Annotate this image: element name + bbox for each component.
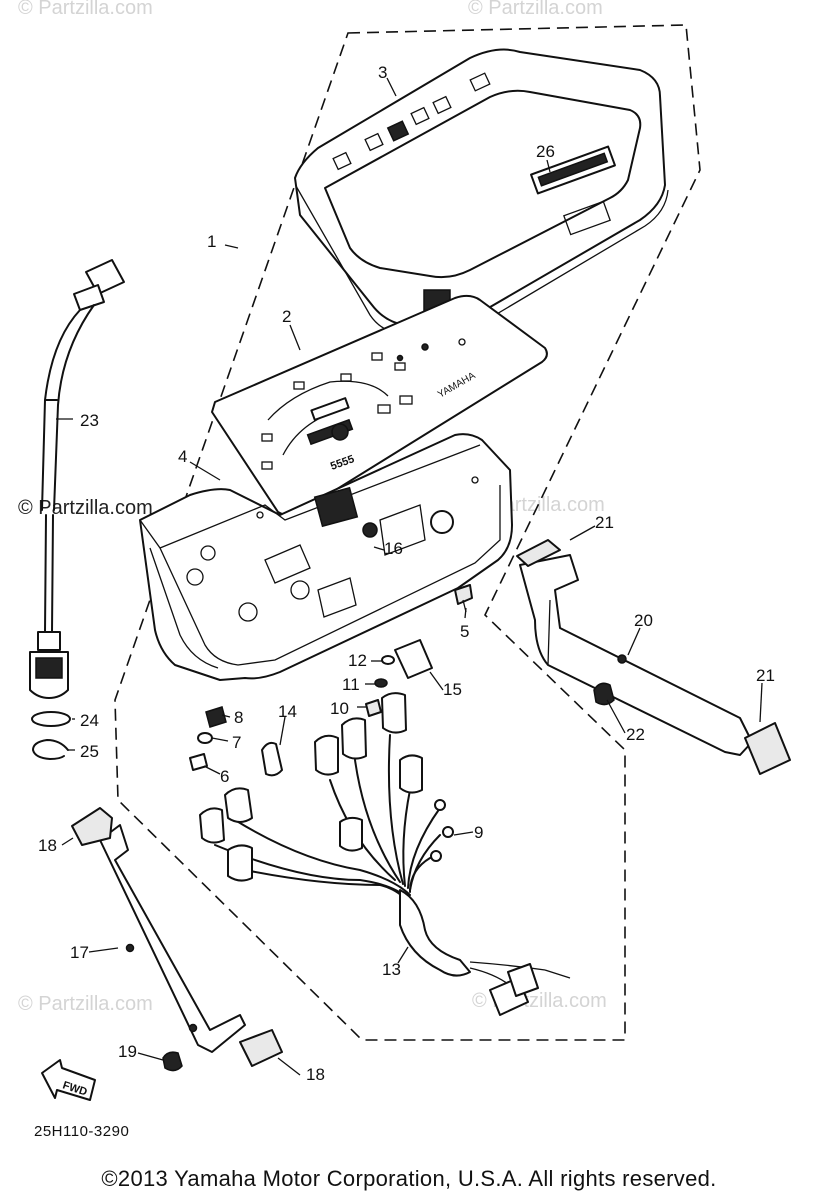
- callout-14: 14: [278, 702, 297, 721]
- speedometer-cable: [29, 259, 125, 699]
- callout-15: 15: [443, 680, 462, 699]
- callout-9: 9: [474, 823, 483, 842]
- grommet-18-top: [71, 807, 113, 846]
- callout-13: 13: [382, 960, 401, 979]
- screw-5: [454, 584, 473, 613]
- callout-20: 20: [634, 611, 653, 630]
- watermark-mid-left: © Partzilla.com: [18, 497, 153, 519]
- callout-26: 26: [536, 142, 555, 161]
- callout-24: 24: [80, 711, 99, 730]
- callout-8: 8: [234, 708, 243, 727]
- callout-11: 11: [342, 675, 360, 694]
- bulb-14: [261, 741, 283, 777]
- diagram-code: 25H110-3290: [34, 1123, 130, 1140]
- callout-12: 12: [348, 651, 367, 670]
- meter-bezel: [294, 48, 669, 335]
- fastener-stack-6-7-8: [189, 706, 227, 771]
- watermark-top-right: © Partzilla.com: [468, 0, 603, 19]
- callout-16: 16: [384, 539, 403, 558]
- wire-harness-13: [199, 692, 571, 1016]
- callout-10: 10: [330, 699, 349, 718]
- o-ring-24: [31, 711, 71, 727]
- leader-lines: [56, 77, 763, 1076]
- left-arrow-icon: FWD: [41, 1059, 96, 1101]
- grommet-21-top: [516, 539, 561, 567]
- grommet-18-bottom: [239, 1029, 283, 1067]
- bracket-right-20: [519, 554, 753, 756]
- bracket-left-17: [99, 824, 246, 1053]
- grommet-21-bottom: [744, 722, 791, 775]
- watermark-top-left: © Partzilla.com: [18, 0, 153, 19]
- callout-25: 25: [80, 742, 99, 761]
- callout-21-top: 21: [595, 513, 614, 532]
- callout-6: 6: [220, 767, 229, 786]
- callout-4: 4: [178, 447, 187, 466]
- copyright-notice: ©2013 Yamaha Motor Corporation, U.S.A. A…: [101, 1166, 717, 1191]
- callout-5: 5: [460, 622, 469, 641]
- callout-23: 23: [80, 411, 99, 430]
- damper-19: [162, 1051, 183, 1072]
- connector-15: [394, 639, 433, 679]
- meter-case: [139, 433, 513, 681]
- damper-22: [593, 682, 615, 706]
- watermark-low-left: © Partzilla.com: [18, 993, 153, 1015]
- assembly-boundary: [114, 24, 701, 1041]
- fastener-stack-10-11-12: [365, 655, 395, 717]
- callout-18-top: 18: [38, 836, 57, 855]
- callout-2: 2: [282, 307, 291, 326]
- callout-1: 1: [207, 232, 216, 251]
- callout-21-bottom: 21: [756, 666, 775, 685]
- callout-labels: 3 26 1 2 4 16 5 23 24 25 8 7 6 14 9 10 1…: [38, 63, 775, 1084]
- circlip-25: [32, 739, 69, 760]
- callout-22: 22: [626, 725, 645, 744]
- callout-17: 17: [70, 943, 89, 962]
- callout-18-bottom: 18: [306, 1065, 325, 1084]
- callout-3: 3: [378, 63, 387, 82]
- callout-19: 19: [118, 1042, 137, 1061]
- callout-7: 7: [232, 733, 241, 752]
